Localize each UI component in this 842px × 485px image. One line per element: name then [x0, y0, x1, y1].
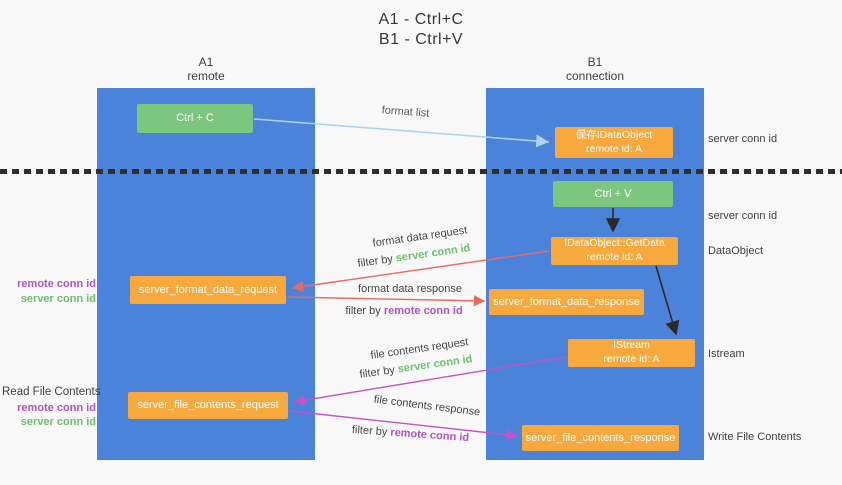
column-b1-role: connection	[565, 69, 625, 84]
dashed-divider	[0, 169, 842, 174]
label-filter-by-prefix: filter by	[356, 252, 397, 270]
label-file-contents-response-filter: filter by remote conn id	[338, 423, 483, 445]
node-istream-line2: remote id: A	[603, 353, 660, 365]
label-read-file-contents: Read File Contents	[2, 386, 101, 398]
title-line-a1: A1 - Ctrl+C	[378, 11, 464, 28]
label-server-conn-id: server conn id	[394, 242, 472, 265]
node-server-file-contents-response: server_file_contents_response	[522, 425, 679, 451]
node-idataobject-getdata: IDataObject::GetData remote id: A	[551, 237, 678, 265]
column-a1-name: A1	[198, 55, 214, 69]
label-remote-conn-id: remote conn id	[383, 305, 463, 317]
label-istream: Istream	[708, 348, 745, 360]
label-remote-conn-id: remote conn id	[17, 401, 96, 414]
node-server-format-data-request-label: server_format_data_request	[138, 283, 278, 296]
column-b1-name: B1	[587, 55, 603, 69]
title-line-b1: B1 - Ctrl+V	[378, 31, 464, 48]
label-server-conn-id: server conn id	[20, 416, 96, 429]
node-server-format-data-response-label: server_format_data_response	[493, 295, 640, 308]
label-write-file-contents: Write File Contents	[708, 431, 802, 443]
label-format-data-response-filter: filter by remote conn id	[333, 305, 475, 317]
label-dataobject: DataObject	[708, 245, 764, 257]
label-format-list: format list	[381, 104, 430, 120]
node-save-idataobject-line2: remote id: A	[585, 142, 643, 155]
label-server-conn-id: server conn id	[20, 293, 96, 306]
node-server-file-contents-request: server_file_contents_request	[128, 392, 288, 419]
node-server-format-data-request: server_format_data_request	[130, 276, 286, 304]
label-filter-by-prefix: filter by	[345, 305, 384, 317]
node-ctrl-c-label: Ctrl + C	[176, 112, 214, 125]
node-idataobject-getdata-line1: IDataObject::GetData	[564, 237, 665, 250]
label-filter-by-prefix: filter by	[351, 423, 391, 439]
node-istream: IStream remote id: A	[568, 339, 695, 367]
diagram-title: A1 - Ctrl+C B1 - Ctrl+V	[0, 10, 842, 50]
column-a1-role: remote	[187, 69, 225, 84]
label-filter-by-prefix: filter by	[358, 363, 399, 381]
node-server-file-contents-response-label: server_file_contents_response	[525, 431, 676, 444]
node-idataobject-getdata-line2: remote id: A	[586, 251, 643, 263]
node-save-idataobject-line1: 保存IDataObject	[575, 128, 653, 141]
node-ctrl-c: Ctrl + C	[137, 104, 253, 133]
column-header-a1: A1 remote	[97, 55, 315, 84]
label-server-conn-id-top: server conn id	[708, 133, 778, 145]
column-header-b1: B1 connection	[486, 55, 704, 84]
node-server-file-contents-request-label: server_file_contents_request	[137, 399, 279, 412]
left-labels-format-request: remote conn id server conn id	[2, 277, 96, 308]
label-remote-conn-id: remote conn id	[17, 278, 96, 290]
label-server-conn-id-mid: server conn id	[708, 210, 778, 222]
node-istream-line1: IStream	[613, 339, 650, 352]
label-format-data-response: format data response	[358, 283, 462, 295]
node-ctrl-v: Ctrl + V	[553, 181, 673, 207]
node-server-format-data-response: server_format_data_response	[489, 289, 644, 315]
left-labels-file-request: Read File Contents remote conn id server…	[2, 385, 101, 430]
node-save-idataobject: 保存IDataObject remote id: A	[555, 127, 673, 158]
node-ctrl-v-label: Ctrl + V	[594, 187, 632, 200]
label-remote-conn-id: remote conn id	[389, 426, 470, 445]
label-file-contents-response: file contents response	[373, 393, 481, 419]
arrow-format-data-response	[287, 295, 486, 307]
